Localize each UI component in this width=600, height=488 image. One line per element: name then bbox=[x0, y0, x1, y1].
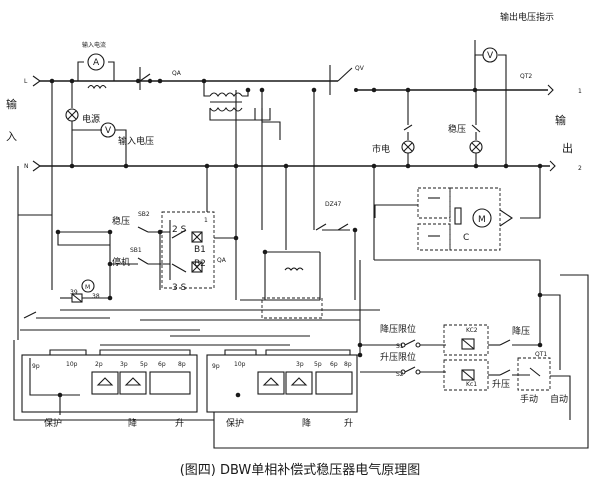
tag-5p-a: 5p bbox=[140, 361, 148, 368]
tag-6p-a: 6p bbox=[158, 361, 166, 368]
tag-10p-a: 10p bbox=[66, 361, 78, 368]
control-wiring-left bbox=[17, 81, 171, 340]
input-voltage-label: 输入电压 bbox=[118, 135, 154, 147]
protect-label-2: 保护 bbox=[226, 417, 244, 429]
small-motor-group: M bbox=[20, 279, 200, 331]
tag-38: 38 bbox=[92, 293, 100, 300]
input-label-2: 入 bbox=[6, 130, 17, 143]
ammeter-icon bbox=[87, 53, 105, 71]
tag-QA2: QA bbox=[217, 257, 227, 264]
tag-S1-limit: S1 bbox=[396, 343, 404, 350]
output-label-1: 输 bbox=[555, 113, 566, 127]
stabilize-button-label: 稳压 bbox=[112, 215, 130, 227]
step-down-label: 降压 bbox=[512, 325, 530, 337]
tag-L: L bbox=[24, 78, 28, 85]
voltmeter-out-symbol: V bbox=[487, 51, 494, 61]
ascend-label-1: 升 bbox=[175, 418, 184, 429]
step-up-label: 升压 bbox=[492, 379, 510, 390]
motor-big-symbol: M bbox=[478, 215, 486, 225]
control-board-1 bbox=[13, 340, 214, 421]
tag-6p-b: 6p bbox=[330, 361, 338, 368]
tag-9p-b: 9p bbox=[212, 363, 220, 370]
tag-out-1: 1 bbox=[578, 88, 582, 95]
tag-8p-b: 8p bbox=[344, 361, 352, 368]
capacitor-symbol: C bbox=[463, 233, 469, 243]
tag-S1: 2 S bbox=[172, 225, 187, 235]
tag-S2-limit: S2 bbox=[396, 371, 404, 378]
voltmeter-out-icon bbox=[482, 47, 498, 63]
tag-39: 39 bbox=[70, 289, 78, 296]
protect-label-1: 保护 bbox=[44, 417, 62, 429]
stabilized-label: 稳压 bbox=[448, 123, 466, 135]
power-lamp-group: V bbox=[65, 81, 127, 166]
output-label-2: 出 bbox=[562, 141, 573, 155]
tag-S2: 3 S bbox=[172, 283, 187, 293]
tag-N: N bbox=[24, 163, 29, 170]
tag-QT2: QT2 bbox=[520, 73, 532, 80]
tag-out-2: 2 bbox=[578, 165, 582, 172]
stop-button-label: 停机 bbox=[112, 256, 130, 268]
qa-switch-box bbox=[161, 166, 236, 289]
tag-SB1: SB1 bbox=[130, 247, 142, 254]
tag-QV: QV bbox=[355, 65, 365, 72]
qa-breaker bbox=[135, 67, 153, 90]
qv-switch bbox=[329, 65, 358, 95]
ammeter-symbol: A bbox=[93, 58, 100, 68]
mains-label: 市电 bbox=[372, 143, 390, 155]
output-voltmeter: V bbox=[474, 40, 507, 166]
descend-label-1: 降 bbox=[128, 417, 137, 429]
descend-label-2: 降 bbox=[302, 417, 311, 429]
tag-B1: B1 bbox=[194, 245, 206, 255]
tag-QT1: QT1 bbox=[535, 351, 547, 358]
input-label-1: 输 bbox=[6, 97, 17, 111]
tag-B2: B2 bbox=[194, 259, 206, 269]
manual-label: 手动 bbox=[520, 393, 538, 405]
motor-control-box: M C bbox=[374, 166, 541, 251]
diagram-caption: (图四) DBW单相补偿式稳压器电气原理图 bbox=[179, 463, 421, 478]
down-limit-label: 降压限位 bbox=[380, 323, 416, 335]
tag-3p-a: 3p bbox=[120, 361, 128, 368]
ammeter-group: A bbox=[77, 53, 115, 90]
tag-DZ47: DZ47 bbox=[325, 201, 342, 208]
compensation-transformer bbox=[203, 81, 281, 140]
tag-9p-a: 9p bbox=[32, 363, 40, 370]
input-current-label: 输入电流 bbox=[82, 41, 106, 49]
power-supply-label: 电源 bbox=[82, 113, 100, 125]
tag-3p-b: 3p bbox=[296, 361, 304, 368]
voltmeter-in-symbol: V bbox=[105, 126, 112, 136]
motor-small-icon bbox=[81, 279, 95, 293]
ascend-label-2: 升 bbox=[344, 418, 353, 429]
tag-SB2: SB2 bbox=[138, 211, 150, 218]
output-voltage-indicator-label: 输出电压指示 bbox=[500, 11, 554, 23]
motor-big-icon bbox=[472, 208, 492, 228]
tag-2p-a: 2p bbox=[95, 361, 103, 368]
tag-QA: QA bbox=[172, 70, 182, 77]
indicator-lamps bbox=[401, 90, 483, 166]
auto-label: 自动 bbox=[550, 393, 568, 405]
up-limit-label: 升压限位 bbox=[380, 351, 416, 363]
tag-5p-b: 5p bbox=[314, 361, 322, 368]
junction-dots bbox=[49, 78, 543, 398]
control-board-2 bbox=[206, 349, 589, 449]
tag-KC2: KC2 bbox=[466, 327, 478, 334]
tag-KC1: Kc1 bbox=[466, 381, 477, 388]
control-wiring-mid bbox=[60, 90, 589, 370]
tag-8p-a: 8p bbox=[178, 361, 186, 368]
motor-small-symbol: M bbox=[85, 284, 90, 291]
tag-term-1: 1 bbox=[204, 217, 208, 224]
tag-10p-b: 10p bbox=[234, 361, 246, 368]
